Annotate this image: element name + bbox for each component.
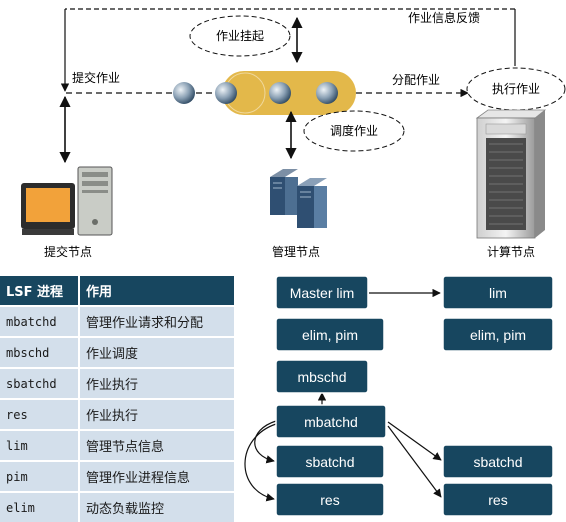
res-left-box: res [275,482,385,516]
elim-pim-left-box: elim, pim [275,317,385,352]
job-ball [173,82,195,104]
manage-node-label: 管理节点 [272,244,320,259]
process-cell: mbatchd [0,305,80,337]
res-left-label: res [320,492,339,508]
master-lim-label: Master lim [290,285,355,301]
submit-node-label: 提交节点 [44,244,92,259]
execute-label: 执行作业 [492,82,540,96]
schedule-label: 调度作业 [330,123,378,138]
elim-pim-right-box: elim, pim [442,317,554,352]
role-cell: 作业执行 [79,367,234,399]
process-cell: res [0,398,80,430]
role-cell: 作业执行 [79,398,234,430]
elim-pim-right-label: elim, pim [470,327,526,343]
job-ball [215,82,237,104]
table-header-row: LSF 进程 作用 [0,276,234,306]
column-header-role: 作用 [79,276,234,306]
master-lim-box: Master lim [275,275,369,310]
job-ball [269,82,291,104]
compute-node-label: 计算节点 [487,244,535,259]
role-cell: 动态负载监控 [79,491,234,522]
process-cell: mbschd [0,336,80,368]
submit-job-label: 提交作业 [72,70,120,85]
suspend-label: 作业挂起 [216,29,264,43]
process-cell: lim [0,429,80,461]
mbatchd-label: mbatchd [304,414,358,430]
res-right-label: res [488,492,507,508]
res-right-box: res [442,482,554,516]
mbatchd-box: mbatchd [275,404,387,439]
role-cell: 管理节点信息 [79,429,234,461]
mbschd-box: mbschd [275,359,369,394]
mbschd-label: mbschd [297,369,346,385]
sbatchd-right-box: sbatchd [442,444,554,479]
dispatch-job-label: 分配作业 [392,73,440,87]
sbatchd-left-box: sbatchd [275,444,385,479]
role-cell: 管理作业请求和分配 [79,305,234,337]
process-cell: elim [0,491,80,522]
suspend-ellipse [189,15,291,57]
column-header-process: LSF 进程 [0,276,80,306]
sbatchd-right-label: sbatchd [473,454,522,470]
role-cell: 作业调度 [79,336,234,368]
feedback-loop [60,8,516,92]
feedback-label: 作业信息反馈 [408,10,480,25]
server-icon [270,169,327,228]
lim-label: lim [489,285,507,301]
lim-box: lim [442,275,554,310]
sbatchd-left-label: sbatchd [305,454,354,470]
desktop-computer-icon [21,166,113,236]
process-cell: sbatchd [0,367,80,399]
process-cell: pim [0,460,80,492]
process-connectors [244,288,442,502]
schedule-ellipse [303,110,405,152]
role-cell: 管理作业进程信息 [79,460,234,492]
job-ball [316,82,338,104]
rack-server-icon [475,109,547,239]
elim-pim-left-label: elim, pim [302,327,358,343]
